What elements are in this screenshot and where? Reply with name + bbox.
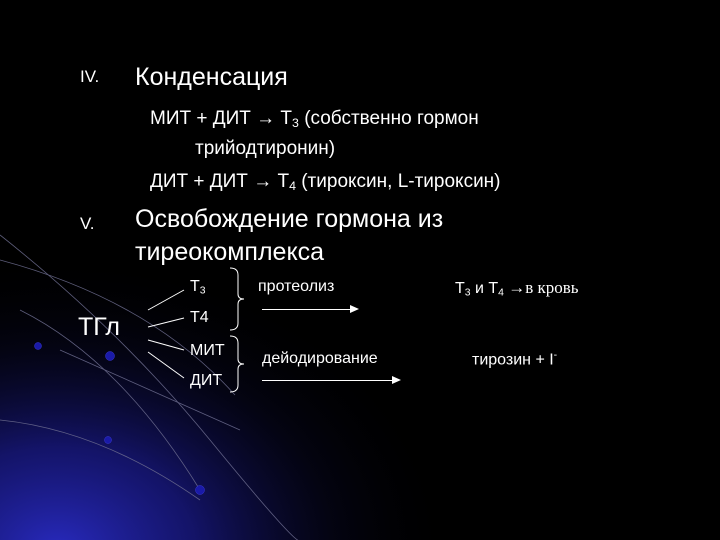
scheme-source: ТГл (78, 313, 120, 341)
eq1-sub: 3 (292, 116, 299, 131)
item-iv-equation-1: МИТ + ДИТ → Т3 (собственно гормон (150, 108, 479, 130)
item-iv-title: Конденсация (135, 63, 288, 91)
result-blood-a: Т (455, 280, 465, 297)
eq1-end: (собственно гормон (298, 108, 479, 129)
item-iv-number: IV. (80, 67, 100, 86)
proteolysis-arrow-line (262, 309, 350, 310)
result-blood-b-sub: 4 (498, 287, 504, 299)
deiodination-arrow-line (262, 380, 392, 381)
result-blood-b: и Т (470, 280, 499, 297)
item-v-title-line2: тиреокомплекса (135, 238, 325, 266)
result-blood: Т3 и Т4 →в кровь (455, 278, 579, 299)
deiodination-label: дейодирование (262, 350, 378, 367)
product-t3: Т3 (190, 278, 206, 297)
deiodination-arrow-head (392, 376, 401, 384)
product-dit: ДИТ (190, 372, 223, 389)
result-blood-a-sub: 3 (464, 287, 471, 299)
item-iv-equation-2: ДИТ + ДИТ → Т4 (тироксин, L-тироксин) (150, 171, 501, 193)
proteolysis-arrow-head (350, 305, 359, 313)
product-t3-sub: 3 (199, 285, 206, 297)
eq1-start: МИТ + ДИТ → Т (150, 108, 293, 129)
product-mit: МИТ (190, 342, 225, 359)
eq2-end: (тироксин, L-тироксин) (295, 171, 501, 192)
item-v-title-line1: Освобождение гормона из (135, 205, 444, 233)
item-v-number: V. (80, 214, 95, 233)
proteolysis-label: протеолиз (258, 278, 335, 295)
eq2-start: ДИТ + ДИТ → Т (150, 171, 290, 192)
product-t3-letter: Т (190, 278, 200, 295)
result-tyrosine: тирозин + I- (472, 350, 557, 369)
result-tyrosine-sup: - (553, 350, 558, 361)
result-tyrosine-text: тирозин + I (472, 351, 554, 369)
result-blood-c: →в кровь (503, 278, 579, 297)
eq2-sub: 4 (289, 179, 296, 194)
product-t4: Т4 (190, 309, 209, 326)
item-iv-equation-1-continuation: трийодтиронин) (195, 138, 336, 159)
